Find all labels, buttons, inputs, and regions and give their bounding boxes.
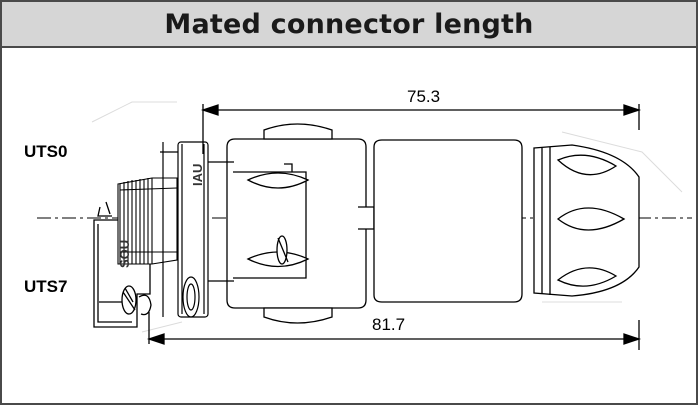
- dimension-upper: [200, 104, 642, 154]
- dimension-lower: [146, 312, 642, 350]
- panel-nut: [160, 141, 209, 318]
- diagram-title: Mated connector length: [164, 8, 534, 40]
- label-uts0: UTS0: [24, 142, 68, 161]
- dimension-upper-value: 75.3: [407, 87, 440, 106]
- plug-coupling: [208, 123, 375, 324]
- dimension-lower-value: 81.7: [372, 315, 405, 334]
- receptacle-marking: SOU: [117, 240, 132, 268]
- cable-clamp: [533, 144, 640, 297]
- panel-nut-marking: IAU: [190, 164, 205, 186]
- receptacle-thread: [117, 177, 178, 265]
- header-bar: Mated connector length: [2, 2, 696, 48]
- plug-barrel: [373, 139, 523, 303]
- label-uts7: UTS7: [24, 277, 68, 296]
